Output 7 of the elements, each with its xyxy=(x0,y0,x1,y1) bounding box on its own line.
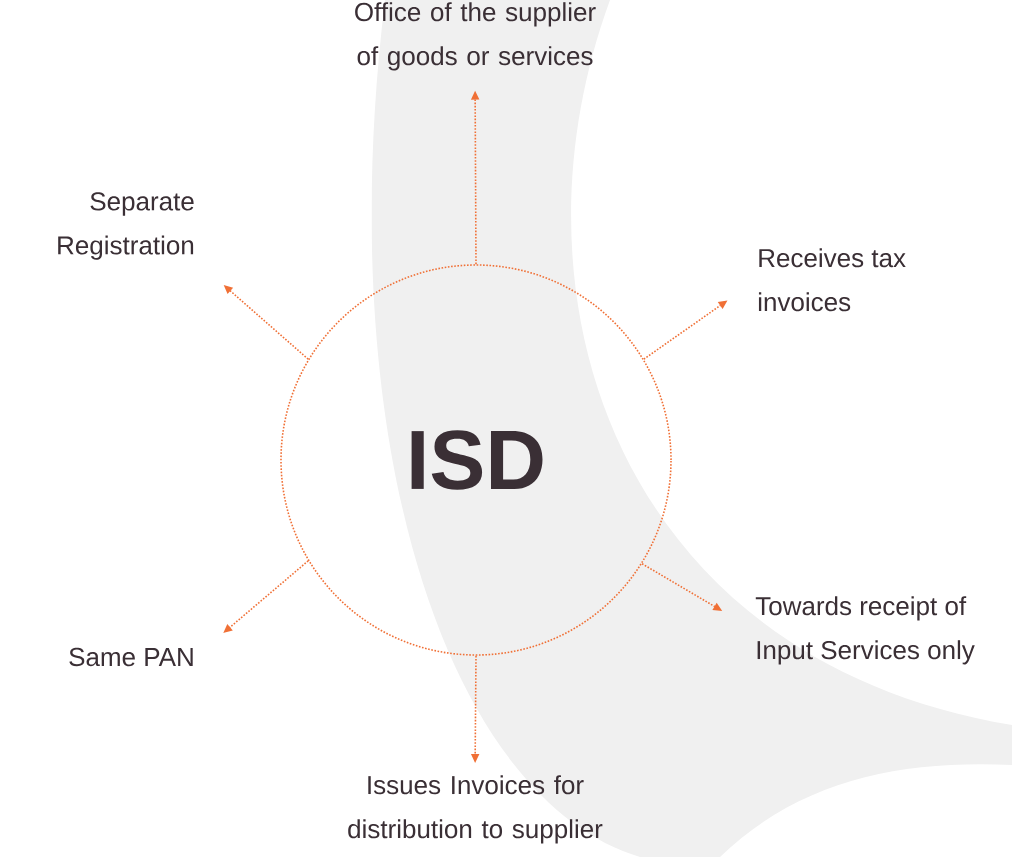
arrow xyxy=(223,560,309,633)
label-text: Office of the supplier of goods or services xyxy=(355,2,596,71)
label-text: Same PAN xyxy=(69,647,193,667)
label-text: Receives tax invoices xyxy=(758,248,906,312)
label-text: Issues Invoices for distribution to supplier xyxy=(348,775,603,844)
label-text: Towards receipt of Input Services only xyxy=(755,596,975,665)
label-text: Separate Registration xyxy=(58,192,194,260)
